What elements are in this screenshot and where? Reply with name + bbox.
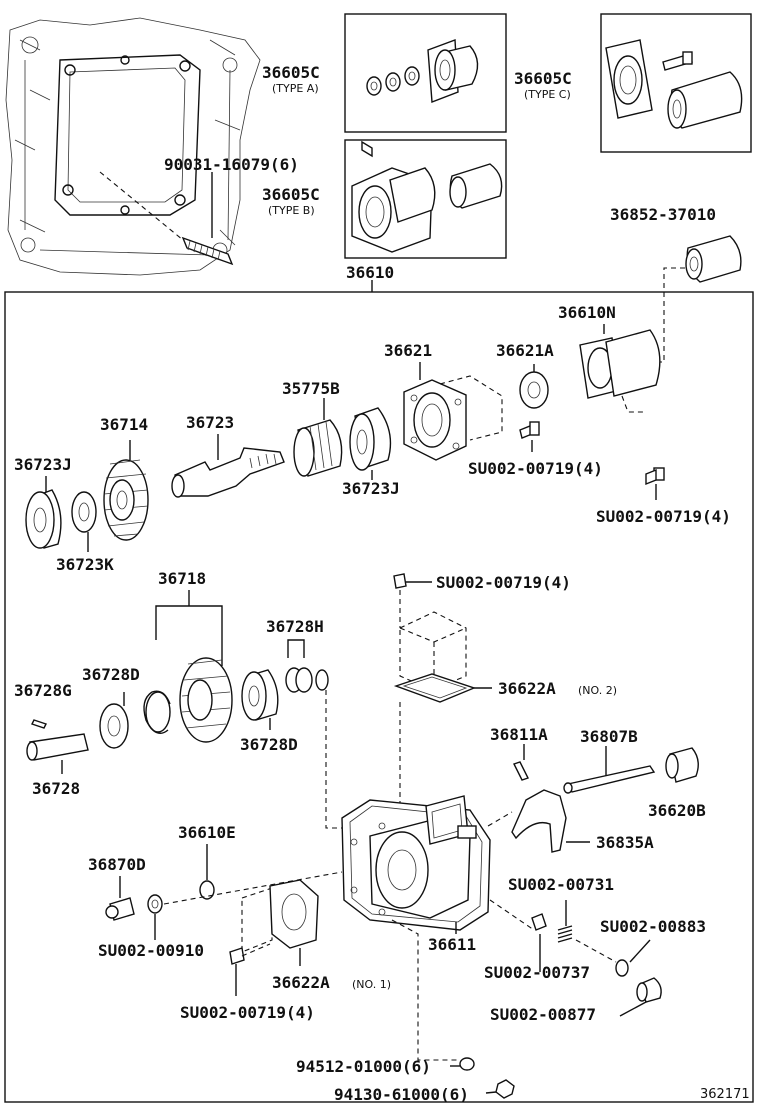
shaft-36723 <box>171 434 285 498</box>
label-36728d-right: 36728D <box>240 735 298 754</box>
washer-su002-00883 <box>615 939 651 977</box>
label-su002-00737: SU002-00737 <box>484 963 590 982</box>
label-36622a-no1: 36622A <box>272 973 330 992</box>
pin-36811a <box>513 744 529 781</box>
gasket-36622a-no2 <box>393 611 492 703</box>
bracket-36718 <box>155 605 223 666</box>
bearing-retainer-36621 <box>403 362 503 461</box>
figure-number: 362171 <box>700 1087 750 1102</box>
label-36835a: 36835A <box>596 833 654 852</box>
label-type-a: (TYPE A) <box>272 82 319 95</box>
label-36621a: 36621A <box>496 341 554 360</box>
label-36870d: 36870D <box>88 855 146 874</box>
label-36723k: 36723K <box>56 555 114 574</box>
bolt-su002-00719-a <box>519 421 540 452</box>
label-type-b: (TYPE B) <box>268 204 315 217</box>
needle-bearing-35775b <box>293 398 343 477</box>
label-su002-00883: SU002-00883 <box>600 917 706 936</box>
label-90031: 90031-16079(6) <box>164 155 299 174</box>
label-su002-00877: SU002-00877 <box>490 1005 596 1024</box>
shaft-36728 <box>26 733 89 774</box>
label-su002-00719-c: SU002-00719(4) <box>436 573 571 592</box>
snap-ring-36718 <box>143 690 171 734</box>
label-36605c-type-b: 36605C <box>262 185 320 204</box>
label-36728g: 36728G <box>14 681 72 700</box>
nut-94130 <box>485 1079 515 1099</box>
label-36728: 36728 <box>32 779 80 798</box>
rings-36728h <box>285 639 329 693</box>
type-c-parts <box>605 39 743 129</box>
label-36807b: 36807B <box>580 727 638 746</box>
assembly-frame-36610 <box>4 291 754 1103</box>
label-su002-00731: SU002-00731 <box>508 875 614 894</box>
label-36723j-right: 36723J <box>342 479 400 498</box>
bearing-36728d-left <box>99 692 129 749</box>
label-36605c-type-c: 36605C <box>514 69 572 88</box>
type-a-parts <box>366 39 479 103</box>
transmission-case-illustration <box>5 17 261 276</box>
label-su002-00719-a: SU002-00719(4) <box>468 459 603 478</box>
spacer-36723j-right <box>349 407 392 480</box>
label-36723: 36723 <box>186 413 234 432</box>
label-36610e: 36610E <box>178 823 236 842</box>
seal-36610e <box>199 844 215 900</box>
type-a-frame <box>344 13 507 133</box>
label-type-c: (TYPE C) <box>524 88 571 101</box>
label-36728h: 36728H <box>266 617 324 636</box>
bearing-36728d-right <box>241 669 279 730</box>
label-36718: 36718 <box>158 569 206 588</box>
label-36605c-type-a: 36605C <box>262 63 320 82</box>
bolt-su002-00719-b <box>645 467 665 500</box>
label-36621: 36621 <box>384 341 432 360</box>
label-36811a: 36811A <box>490 725 548 744</box>
type-b-frame <box>344 139 507 259</box>
gear-36718 <box>179 657 233 743</box>
label-36622a-no2-suffix: (NO. 2) <box>578 684 617 697</box>
speedometer-sleeve-36852 <box>650 235 742 363</box>
label-su002-00719-b: SU002-00719(4) <box>596 507 731 526</box>
label-36622a-no2: 36622A <box>498 679 556 698</box>
plug-su002-00737 <box>531 913 547 972</box>
type-b-parts <box>351 140 503 253</box>
washer-36723k <box>71 491 97 552</box>
label-36620b: 36620B <box>648 801 706 820</box>
housing-36610n <box>579 324 661 413</box>
spring-su002-00731 <box>557 900 573 943</box>
label-36611: 36611 <box>428 935 476 954</box>
label-36714: 36714 <box>100 415 148 434</box>
sensor-36870d <box>105 876 135 921</box>
plug-su002-00877 <box>619 977 662 1017</box>
stud-bolt-90031 <box>99 171 234 266</box>
label-su002-00719-d: SU002-00719(4) <box>180 1003 315 1022</box>
label-94130: 94130-61000(6) <box>334 1085 469 1104</box>
shift-fork-36835a <box>487 789 590 853</box>
gear-36714 <box>103 440 149 541</box>
label-36852: 36852-37010 <box>610 205 716 224</box>
label-36610: 36610 <box>346 263 394 282</box>
label-36728d-left: 36728D <box>82 665 140 684</box>
type-c-frame <box>600 13 752 153</box>
gasket-36622a-no1 <box>241 879 319 966</box>
bolt-su002-00719-c <box>393 573 432 628</box>
label-su002-00910: SU002-00910 <box>98 941 204 960</box>
transfer-case-36611 <box>341 795 491 934</box>
shift-shaft-36807b <box>563 746 656 794</box>
spacer-36723j-left <box>25 476 62 549</box>
oil-seal-36621a <box>519 364 549 409</box>
plug-36620b <box>665 747 699 783</box>
label-94512: 94512-01000(6) <box>296 1057 431 1076</box>
nut-94512 <box>450 1057 475 1071</box>
bolt-su002-00719-d <box>229 943 271 996</box>
pin-36728g <box>31 719 47 729</box>
label-36622a-no1-suffix: (NO. 1) <box>352 978 391 991</box>
washer-su002-00910 <box>147 894 163 940</box>
label-35775b: 35775B <box>282 379 340 398</box>
label-36723j-left: 36723J <box>14 455 72 474</box>
label-36610n: 36610N <box>558 303 616 322</box>
